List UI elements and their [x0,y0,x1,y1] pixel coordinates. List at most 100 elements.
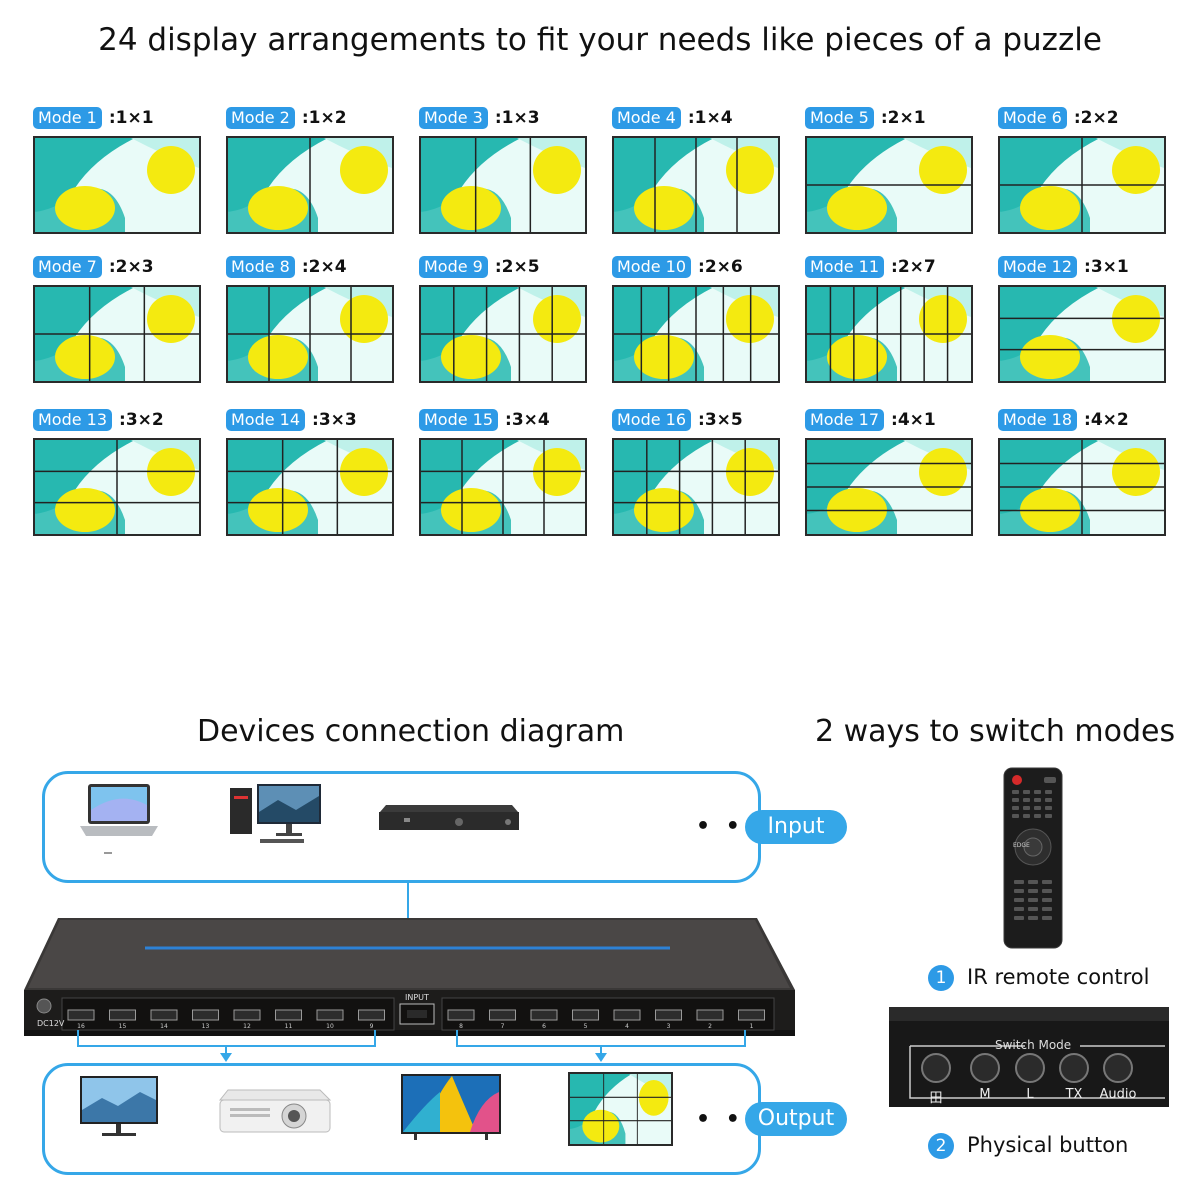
mode-label: Mode 14 [226,409,306,431]
mode-preview [998,438,1166,536]
mode-preview [33,285,201,383]
hdmi-output-port [109,1009,136,1021]
physical-button-caption: Physical button [967,1133,1129,1157]
option-2-badge: 2 [928,1133,954,1159]
switch-button-label: TX [1065,1087,1083,1102]
hdmi-output-port [613,1009,641,1021]
port-number-label: 6 [542,1023,546,1030]
mode-grid: Mode 1 :1×1 Mode 2:1×2 Mode 3 :1×3 Mode 4 :1×4… [0,0,1200,560]
mode-label: Mode 9 [419,256,488,278]
mode-preview [419,136,587,234]
port-number-label: 13 [202,1023,210,1030]
mode-ratio: :3×2 [119,410,164,430]
mode-ratio: :2×6 [698,257,743,277]
mode-ratio: :1×4 [687,108,733,128]
mode-card: Mode 6:2×2 [998,106,1166,236]
mode-card: Mode 15 :3×4 [419,408,587,538]
input-port-label: INPUT [405,993,429,1002]
connection-title: Devices connection diagram [197,714,625,749]
mode-label: Mode 13 [33,409,113,431]
mode-label: Mode 2 [226,107,295,129]
mode-ratio: :4×2 [1084,410,1129,430]
port-number-label: 2 [708,1023,712,1030]
mode-ratio: :3×3 [312,410,357,430]
mode-card: Mode 7 :2×3 [33,255,201,385]
port-number-label: 14 [160,1023,168,1030]
mode-card: Mode 5 :2×1 [805,106,973,236]
mode-preview [612,136,780,234]
ir-remote-caption: IR remote control [967,965,1150,989]
hdmi-output-port [316,1009,344,1021]
hdmi-output-port [447,1009,475,1021]
output-label: Output [745,1102,847,1136]
mode-label: Mode 3 [419,107,488,129]
mode-preview [226,438,394,536]
mode-ratio: :2×1 [880,108,926,128]
mode-ratio: :2×4 [301,257,347,277]
switch-mode-panel-title: Switch Mode [995,1038,1072,1052]
mode-label: Mode 16 [612,409,692,431]
port-number-label: 5 [584,1023,588,1030]
mode-preview [998,285,1166,383]
mode-preview [419,438,587,536]
mode-label: Mode 8 [226,256,295,278]
mode-card: Mode 14 :3×3 [226,408,394,538]
mode-card: Mode 2:1×2 [226,106,394,236]
mode-card: Mode 1 :1×1 [33,106,201,236]
mode-label: Mode 5 [805,107,874,129]
mode-card: Mode 9 :2×5 [419,255,587,385]
mode-ratio: :2×5 [494,257,540,277]
mode-preview [805,285,973,383]
mode-card: Mode 11 :2×7 [805,255,973,385]
mode-preview [226,285,394,383]
remote-center-key: EDGE [1013,842,1030,849]
power-port-label: DC12V [37,1019,65,1028]
mode-preview [226,136,394,234]
hdmi-output-port [696,1009,724,1021]
hdmi-output-port [738,1009,765,1021]
hdmi-output-port [530,1009,558,1021]
mode-preview [805,438,973,536]
mode-label: Mode 1 [33,107,102,129]
mode-ratio: :2×3 [108,257,154,277]
mode-ratio: :4×1 [891,410,936,430]
mode-label: Mode 7 [33,256,102,278]
hdmi-output-port [192,1009,219,1021]
page-headline: 24 display arrangements to fit your need… [98,22,1102,58]
hdmi-output-port [275,1009,302,1021]
mode-preview [419,285,587,383]
mode-card: Mode 13 :3×2 [33,408,201,538]
mode-preview [805,136,973,234]
mode-ratio: :2×7 [891,257,936,277]
mode-card: Mode 4 :1×4 [612,106,780,236]
port-number-label: 4 [625,1023,629,1030]
mode-label: Mode 15 [419,409,499,431]
port-number-label: 11 [285,1023,293,1030]
input-label: Input [745,810,847,844]
switch-button-label: Audio [1099,1087,1137,1102]
port-number-label: 16 [77,1023,85,1030]
mode-card: Mode 12:3×1 [998,255,1166,385]
mode-ratio: :1×1 [108,108,154,128]
mode-card: Mode 18:4×2 [998,408,1166,538]
port-number-label: 1 [750,1023,754,1030]
hdmi-output-port [655,1009,682,1021]
mode-preview [998,136,1166,234]
port-number-label: 15 [119,1023,127,1030]
mode-label: Mode 6 [998,107,1067,129]
port-number-label: 10 [326,1023,334,1030]
mode-label: Mode 4 [612,107,681,129]
mode-preview [33,438,201,536]
mode-card: Mode 10:2×6 [612,255,780,385]
mode-label: Mode 11 [805,256,885,278]
mode-preview [612,285,780,383]
hdmi-output-port [572,1009,599,1021]
mode-ratio: :3×4 [505,410,550,430]
mode-ratio: :1×3 [494,108,540,128]
mode-card: Mode 8 :2×4 [226,255,394,385]
port-number-label: 8 [459,1023,463,1030]
hdmi-output-port [358,1009,385,1021]
mode-ratio: :3×5 [698,410,743,430]
power-jack [36,998,52,1014]
